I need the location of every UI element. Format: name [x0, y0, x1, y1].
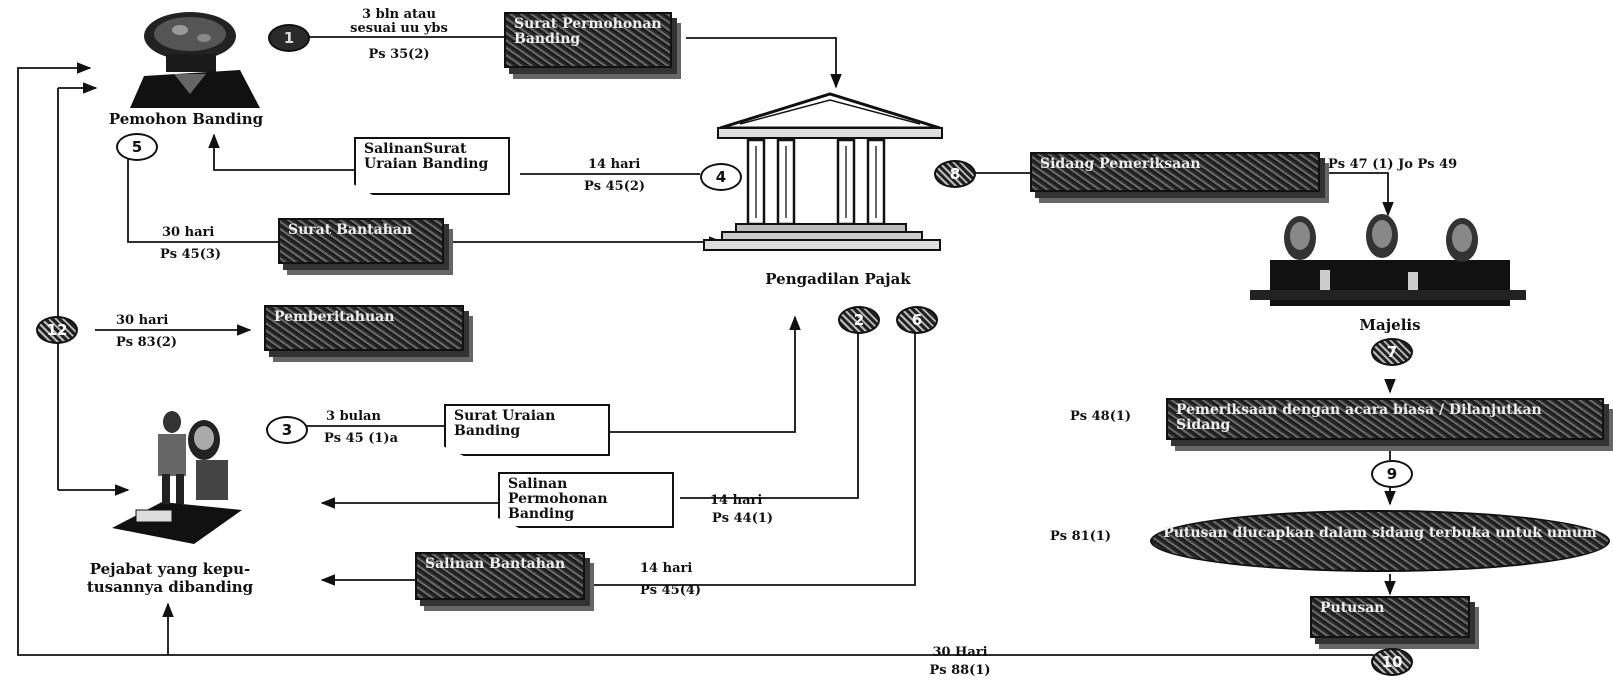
edge-line-2: [680, 332, 858, 498]
judges-panel-icon: [1250, 212, 1526, 312]
doc-surat-permohonan-banding: Surat Permohonan Banding: [504, 12, 672, 68]
edge-1-time-b: sesuai uu ybs: [334, 22, 464, 36]
edge-6-time: 14 hari: [640, 562, 692, 576]
edge-line-6: [590, 332, 915, 585]
step-2-circle: 2: [838, 306, 880, 334]
pemohon-banding-label: Pemohon Banding: [86, 112, 286, 126]
edge-4-ref: Ps 45(2): [584, 180, 645, 194]
edge-1-time-a: 3 bln atau: [334, 8, 464, 22]
edge-5-ref: Ps 45(3): [160, 248, 221, 262]
majelis-label: Majelis: [1300, 318, 1480, 332]
edge-12-time: 30 hari: [116, 314, 168, 328]
box-putusan: Putusan: [1310, 596, 1470, 638]
edge-line-1b: [686, 38, 836, 87]
edge-10-ref: Ps 81(1): [1050, 530, 1111, 544]
doc-pemberitahuan: Pemberitahuan: [264, 305, 464, 351]
edge-6-ref: Ps 45(4): [640, 584, 701, 598]
step-4-circle: 4: [700, 163, 742, 191]
doc-surat-bantahan: Surat Bantahan: [278, 218, 444, 264]
doc-salinan-surat-uraian-banding: SalinanSurat Uraian Banding: [354, 137, 510, 195]
step-7-circle: 7: [1371, 338, 1413, 366]
step-10-circle: 10: [1371, 648, 1413, 676]
edge-4-time: 14 hari: [588, 158, 640, 172]
step-6-circle: 6: [896, 306, 938, 334]
edge-12-ref: Ps 83(2): [116, 336, 177, 350]
edge-line-8b: [1322, 173, 1388, 215]
doc-surat-uraian-banding: Surat Uraian Banding: [444, 404, 610, 456]
official-at-desk-icon: [102, 410, 252, 556]
edge-11-ref: Ps 88(1): [900, 664, 1020, 678]
step-9-circle: 9: [1371, 460, 1413, 488]
step-5-circle: 5: [116, 133, 158, 161]
oval-putusan-diucapkan: Putusan diucapkan dalam sidang terbuka u…: [1150, 510, 1610, 572]
edge-9-ref: Ps 48(1): [1070, 410, 1131, 424]
edge-line-4b: [214, 135, 354, 170]
edge-3-time: 3 bulan: [326, 410, 381, 424]
pejabat-label-line1: Pejabat yang kepu-: [60, 562, 280, 576]
box-pemeriksaan-acara: Pemeriksaan dengan acara biasa / Dilanju…: [1166, 398, 1604, 440]
edge-3-ref: Ps 45 (1)a: [324, 432, 398, 446]
edge-2-ref: Ps 44(1): [712, 512, 773, 526]
edge-11-time: 30 Hari: [900, 646, 1020, 660]
step-8-circle: 8: [934, 160, 976, 188]
doc-salinan-permohonan-banding: Salinan Permohonan Banding: [498, 472, 674, 528]
doc-salinan-bantahan: Salinan Bantahan: [415, 552, 585, 600]
step-3-circle: 3: [266, 416, 308, 444]
person-icon: [110, 8, 280, 112]
edge-2-time: 14 hari: [710, 494, 762, 508]
edge-5-time: 30 hari: [162, 226, 214, 240]
edge-8-ref: Ps 47 (1) Jo Ps 49: [1328, 158, 1457, 172]
pengadilan-pajak-label: Pengadilan Pajak: [738, 272, 938, 286]
step-12-circle: 12: [36, 316, 78, 344]
edge-line-3b: [610, 317, 795, 432]
edge-1-ref: Ps 35(2): [334, 48, 464, 62]
step-1-circle: 1: [268, 24, 310, 52]
box-sidang-pemeriksaan: Sidang Pemeriksaan: [1030, 152, 1320, 192]
pejabat-label-line2: tusannya dibanding: [60, 580, 280, 594]
